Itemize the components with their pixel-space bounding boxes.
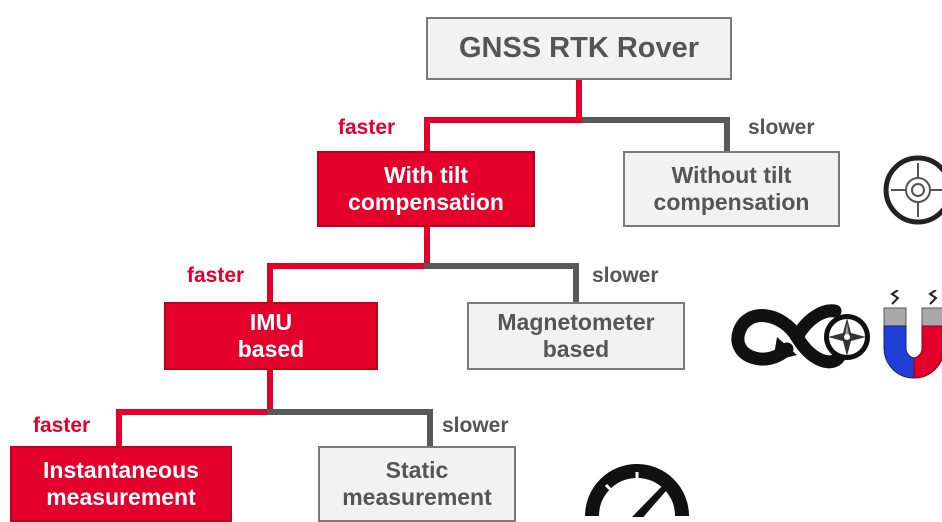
connector-slower-2	[424, 263, 579, 302]
instantaneous-measurement-node: Instantaneous measurement	[10, 446, 232, 522]
connector-slower-1	[582, 117, 730, 151]
with-tilt-compensation-node: With tilt compensation	[317, 151, 535, 227]
infinity-calibration-icon	[731, 304, 846, 369]
without-tilt-compensation-node: Without tilt compensation	[623, 151, 840, 227]
horseshoe-magnet-icon	[883, 290, 942, 379]
node-line: compensation	[653, 189, 810, 215]
root-node: GNSS RTK Rover	[426, 17, 732, 80]
root-label: GNSS RTK Rover	[458, 32, 700, 65]
slower-label-1: slower	[748, 116, 815, 139]
node-line: compensation	[348, 189, 504, 215]
faster-label-3: faster	[33, 414, 91, 437]
node-line: measurement	[46, 484, 196, 510]
node-line: Without tilt	[671, 161, 792, 188]
connector-faster-3	[116, 409, 273, 446]
speedometer-icon	[585, 464, 689, 517]
static-measurement-node: Static measurement	[318, 446, 516, 522]
node-line: based	[542, 336, 610, 362]
compass-rose-icon	[824, 314, 870, 360]
slower-label-3: slower	[442, 414, 509, 437]
faster-label-2: faster	[187, 264, 245, 287]
faster-label-1: faster	[338, 116, 396, 139]
connector-faster-1	[424, 117, 582, 151]
level-target-icon	[883, 155, 942, 225]
node-line: Magnetometer	[497, 308, 655, 335]
node-line: IMU	[249, 308, 293, 335]
imu-based-node: IMU based	[164, 302, 378, 370]
node-line: measurement	[342, 484, 492, 510]
node-line: based	[237, 336, 305, 362]
connector-faster-2	[267, 263, 430, 302]
node-line: Instantaneous	[43, 456, 199, 483]
connector-slower-3	[267, 409, 433, 446]
node-line: With tilt	[383, 161, 469, 188]
magnetometer-based-node: Magnetometer based	[467, 302, 685, 370]
node-line: Static	[385, 456, 449, 483]
slower-label-2: slower	[592, 264, 659, 287]
